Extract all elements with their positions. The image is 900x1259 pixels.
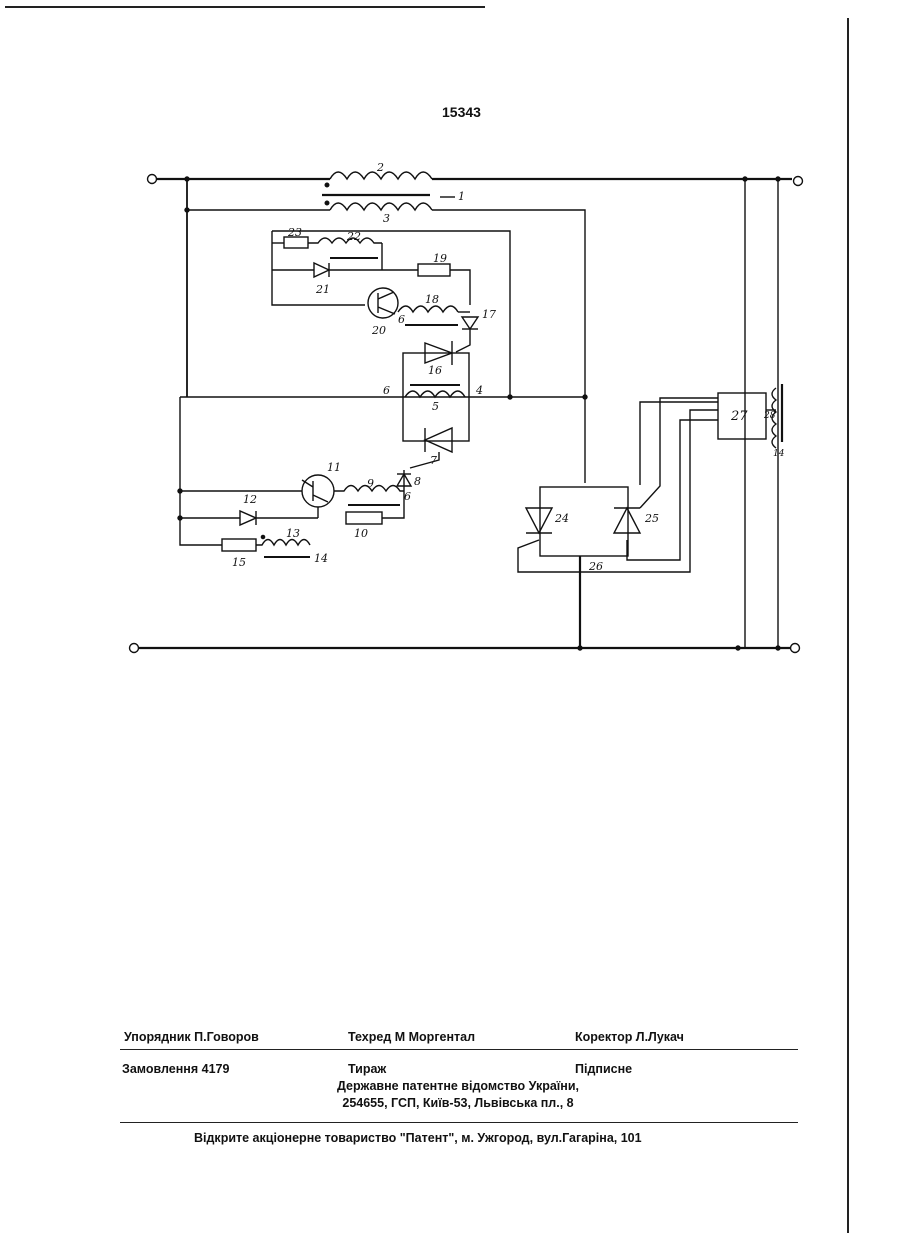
circuit-schematic: 2 1 3 23 22 21 19 18 17 20 6 16 6 4 5 7 … [0,0,900,700]
label-6: 6 [383,384,390,397]
label-18: 18 [425,293,439,306]
order-number: Замовлення 4179 [122,1062,229,1076]
terminal-top-right [794,177,803,186]
label-11: 11 [327,461,341,474]
subscription-label: Підписне [575,1062,632,1076]
label-25: 25 [644,512,659,525]
label-4: 4 [475,384,483,397]
label-3: 3 [383,212,390,225]
label-6c: 6 [404,490,411,503]
label-8: 8 [414,475,421,488]
publisher-line: Відкрите акціонерне товариство "Патент",… [194,1131,642,1145]
label-21: 21 [315,283,330,296]
label-2: 2 [376,161,384,174]
label-22: 22 [346,230,361,243]
terminal-bottom-right [791,644,800,653]
terminal-top-left [148,175,157,184]
label-9: 9 [367,477,374,490]
label-17: 17 [482,308,496,321]
label-12: 12 [243,493,257,506]
label-28: 28 [763,411,776,421]
terminal-bottom-left [130,644,139,653]
label-14: 14 [314,552,328,565]
techred-credit: Техред М Моргентал [348,1030,475,1044]
label-15: 15 [232,556,246,569]
corrector-credit: Коректор Л.Лукач [575,1030,684,1044]
circulation-label: Тираж [348,1062,386,1076]
label-16: 16 [428,364,442,377]
office-line-2: 254655, ГСП, Київ-53, Львівська пл., 8 [258,1096,658,1110]
office-line-1: Державне патентне відомство України, [258,1079,658,1093]
label-10: 10 [354,527,368,540]
label-20: 20 [371,324,386,337]
label-14b: 14 [773,449,785,459]
label-5: 5 [432,400,439,413]
label-1: 1 [458,190,465,203]
label-23: 23 [287,226,302,239]
label-7: 7 [430,454,437,467]
label-19: 19 [433,252,447,265]
compiler-credit: Упорядник П.Говоров [124,1030,259,1044]
label-13: 13 [286,527,300,540]
footer-rule-bottom [120,1122,798,1123]
winding-3 [330,203,432,210]
label-6b: 6 [398,313,405,326]
label-26: 26 [588,560,603,573]
label-24: 24 [554,512,569,525]
footer-rule-top [120,1049,798,1050]
label-27: 27 [730,409,748,424]
